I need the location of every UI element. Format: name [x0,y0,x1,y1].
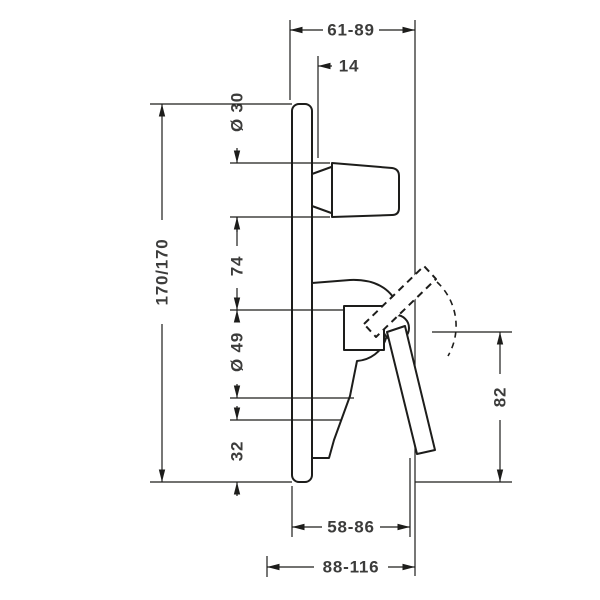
mixer-body-group [291,20,457,576]
dim-projection-lever: 58-86 [291,458,411,540]
dim-label-plate-height: 170/170 [153,238,172,305]
dim-projection-top: 61-89 [289,18,415,100]
dim-bottom-offset: 32 [225,406,342,496]
handle-grip [331,162,400,218]
dim-handle-diameter: Ø 30 [225,89,330,232]
lever-handle [386,325,436,455]
dim-label-handle-offset: 14 [339,57,360,76]
lever-handle-alt-position [363,265,437,338]
dim-label-handle-diameter: Ø 30 [228,92,247,132]
temperature-handle [311,162,400,218]
dim-label-projection-total: 88-116 [323,558,380,577]
dim-projection-total: 88-116 [266,555,415,580]
dim-label-projection-lever: 58-86 [327,518,374,537]
dim-plate-height: 170/170 [150,103,292,483]
dim-lever-drop: 82 [415,331,513,483]
lever-swing-arc [436,281,457,357]
dim-handle-offset: 14 [317,54,361,158]
dim-label-axis-distance: 74 [228,256,247,277]
dim-axis-distance: 74 [225,217,344,311]
dim-escutcheon-diameter: Ø 49 [225,310,354,399]
dim-label-projection-top: 61-89 [327,21,374,40]
handle-neck [311,165,335,215]
dim-label-escutcheon-diameter: Ø 49 [228,332,247,372]
dim-label-lever-drop: 82 [491,387,510,408]
wall-plate [291,103,313,483]
dim-label-bottom-offset: 32 [228,441,247,462]
